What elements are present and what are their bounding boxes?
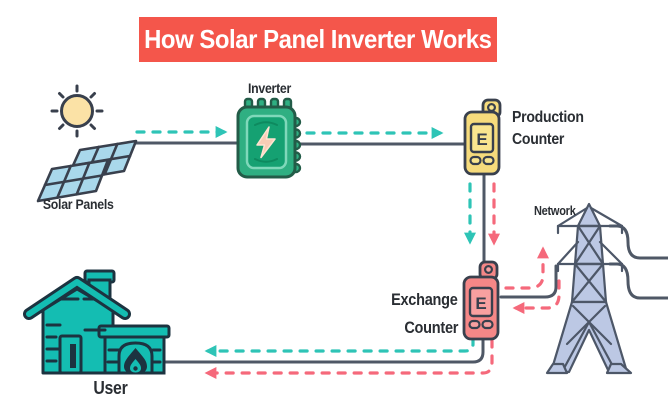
network-tower-icon — [545, 202, 633, 375]
solar-panels-icon — [36, 139, 138, 203]
solar-panels-label: Solar Panels — [42, 196, 114, 212]
flow-exchange-to-network-arrow — [504, 246, 549, 290]
exchange-counter-icon: E — [462, 260, 500, 341]
flow-exchange-to-user-teal-arrow — [204, 336, 475, 357]
production-counter-label: Production Counter — [512, 109, 584, 148]
exchange-counter-display: E — [475, 294, 486, 313]
flow-network-to-exchange-arrow — [512, 279, 561, 314]
lightning-bolt-icon — [256, 126, 276, 159]
page-title: How Solar Panel Inverter Works — [144, 24, 492, 54]
production-counter-display: E — [476, 130, 487, 149]
wire-exchange-to-house — [164, 336, 485, 364]
title-banner: How Solar Panel Inverter Works — [139, 17, 497, 62]
user-label: User — [92, 378, 128, 398]
sun-icon — [50, 84, 104, 138]
wire-exchange-to-tower — [499, 264, 558, 299]
network-label: Network — [534, 204, 576, 218]
exchange-counter-label: Exchange Counter — [391, 291, 459, 337]
user-house-icon — [23, 269, 171, 375]
production-counter-icon: E — [463, 98, 502, 176]
flow-exchange-to-user-pink-arrow — [204, 338, 494, 379]
inverter-icon — [236, 97, 302, 179]
inverter-label: Inverter — [247, 80, 291, 96]
